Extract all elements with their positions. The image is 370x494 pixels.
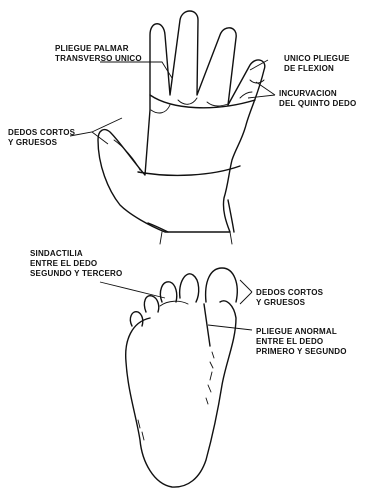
leader-dedos-cortos-foot [240,280,252,304]
label-line: Y GRUESOS [256,298,323,308]
label-line: PLIEGUE ANORMAL [256,327,347,337]
label-pliegue-anormal: PLIEGUE ANORMAL ENTRE EL DEDO PRIMERO Y … [256,327,347,357]
label-incurvacion: INCURVACION DEL QUINTO DEDO [279,89,356,109]
leader-sindactilia [100,282,165,298]
label-line: SINDACTILIA [30,249,122,259]
label-sindactilia: SINDACTILIA ENTRE EL DEDO SEGUNDO Y TERC… [30,249,122,279]
leader-incurvacion [248,82,275,98]
label-line: ENTRE EL DEDO [256,337,347,347]
label-line: PLIEGUE PALMAR [55,44,142,54]
label-line: PRIMERO Y SEGUNDO [256,347,347,357]
leader-pliegue-palmar [100,62,172,78]
label-line: TRANSVERSO UNICO [55,54,142,64]
label-dedos-cortos-hand: DEDOS CORTOS Y GRUESOS [8,128,75,148]
label-line: DEDOS CORTOS [256,288,323,298]
label-line: DE FLEXION [284,64,350,74]
label-dedos-cortos-foot: DEDOS CORTOS Y GRUESOS [256,288,323,308]
label-line: SEGUNDO Y TERCERO [30,269,122,279]
foot-drawing [126,268,238,487]
label-pliegue-palmar: PLIEGUE PALMAR TRANSVERSO UNICO [55,44,142,64]
label-line: ENTRE EL DEDO [30,259,122,269]
label-unico-pliegue: UNICO PLIEGUE DE FLEXION [284,54,350,74]
label-line: INCURVACION [279,89,356,99]
label-line: Y GRUESOS [8,138,75,148]
leader-pliegue-anormal [208,325,252,330]
label-line: UNICO PLIEGUE [284,54,350,64]
label-line: DEDOS CORTOS [8,128,75,138]
label-line: DEL QUINTO DEDO [279,99,356,109]
